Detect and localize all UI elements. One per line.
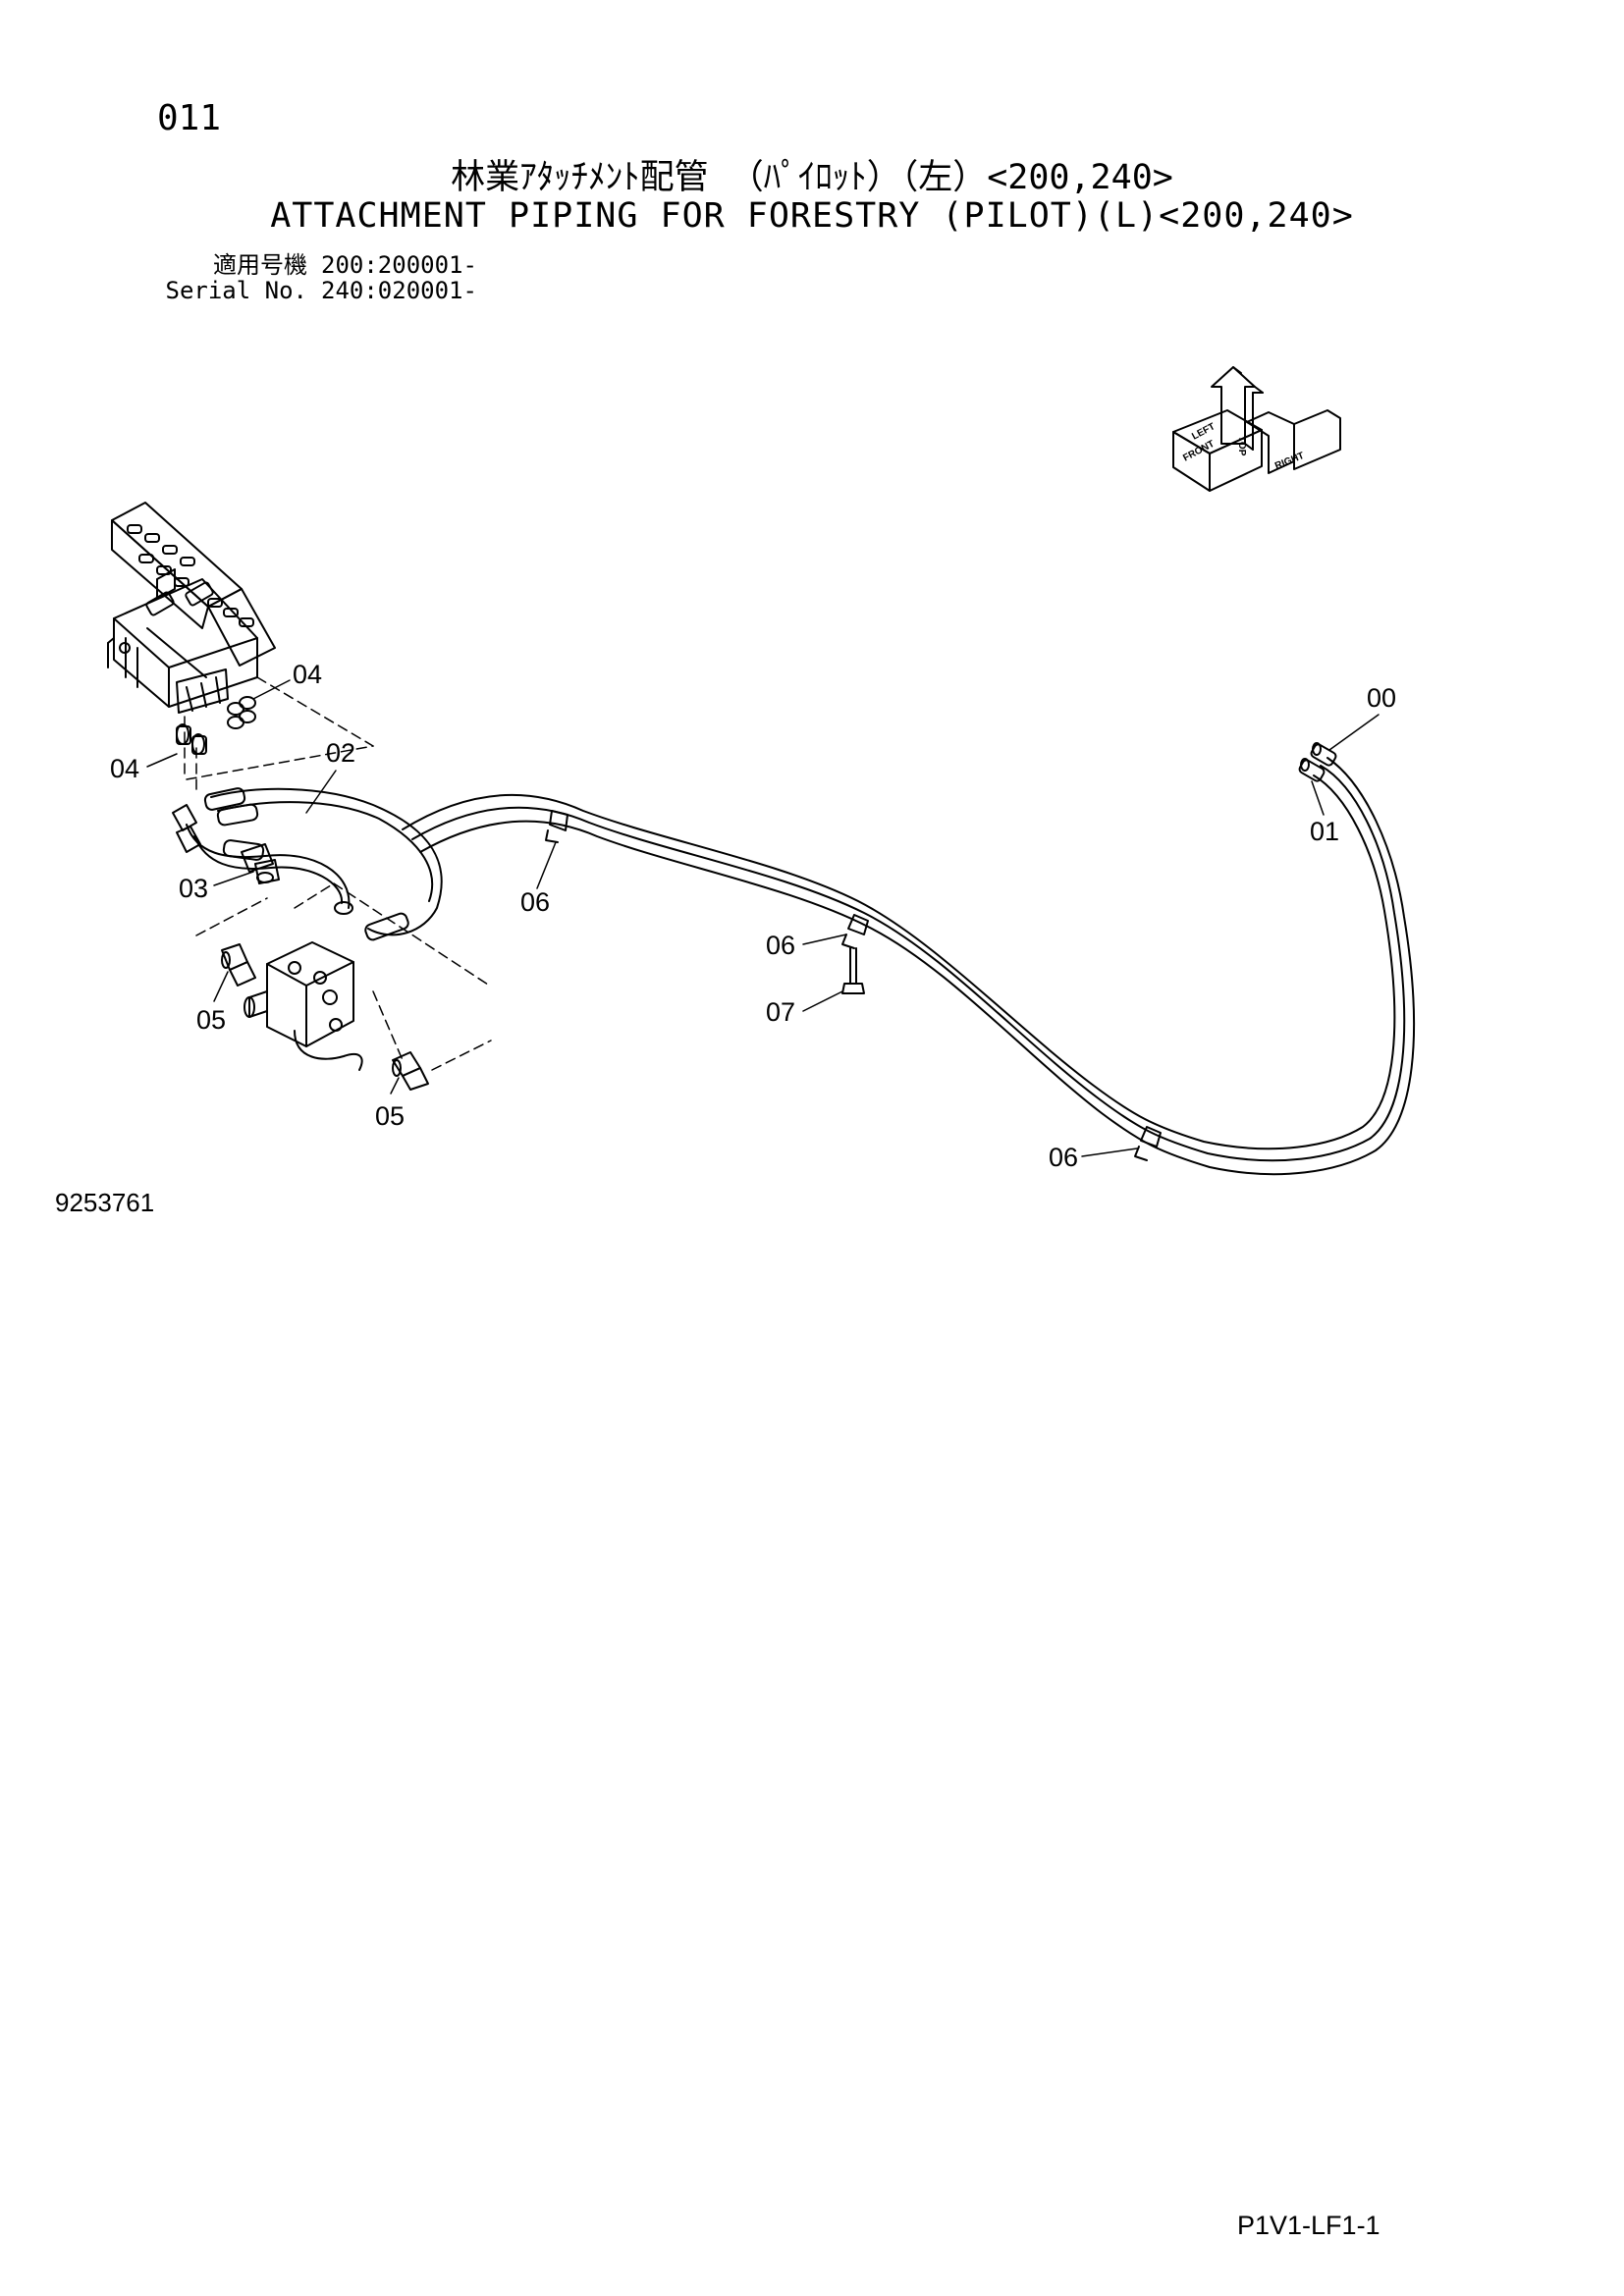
compass-right-label: RIGHT bbox=[1273, 451, 1306, 472]
hose-ends-00-01-drawing bbox=[1298, 742, 1337, 782]
leader-dashes bbox=[184, 676, 492, 1071]
clamp-06a-drawing bbox=[545, 810, 568, 843]
pedal-assembly-drawing bbox=[107, 502, 276, 714]
title-english: ATTACHMENT PIPING FOR FORESTRY (PILOT)(L… bbox=[270, 196, 1354, 236]
callout-06-left: 06 bbox=[520, 887, 550, 917]
callout-01: 01 bbox=[1310, 817, 1339, 846]
callout-00: 00 bbox=[1367, 683, 1396, 713]
bolt-07-drawing bbox=[841, 947, 865, 994]
callout-leaders bbox=[146, 679, 1380, 1157]
serial-row-2: Serial No. 240:020001- bbox=[157, 278, 477, 303]
compass-front-label: FRONT bbox=[1181, 439, 1217, 464]
serial-value-2: 240:020001- bbox=[321, 277, 477, 304]
drawing-number: 9253761 bbox=[55, 1188, 155, 1217]
callout-07: 07 bbox=[766, 997, 795, 1027]
callout-04-lower: 04 bbox=[110, 754, 139, 783]
callout-05-left: 05 bbox=[196, 1005, 226, 1035]
callout-04-upper: 04 bbox=[293, 660, 322, 689]
serial-row-1: 適用号機 200:200001- bbox=[157, 252, 477, 278]
callout-06-right: 06 bbox=[1049, 1143, 1078, 1172]
page-code: P1V1-LF1-1 bbox=[1237, 2211, 1380, 2240]
compass-top-label: TOP bbox=[1236, 436, 1247, 456]
callout-03: 03 bbox=[179, 874, 208, 903]
clamp-06b-drawing bbox=[841, 914, 869, 949]
fittings-04-drawing bbox=[176, 696, 256, 755]
serial-value-1: 200:200001- bbox=[321, 251, 477, 279]
callout-06-middle: 06 bbox=[766, 931, 795, 960]
page-number: 011 bbox=[157, 98, 222, 138]
orientation-compass-icon bbox=[1172, 366, 1341, 492]
sensor-05a-drawing bbox=[221, 943, 256, 987]
hose-02-drawing bbox=[186, 787, 443, 941]
serial-label-en: Serial No. bbox=[165, 277, 308, 304]
callout-02: 02 bbox=[326, 738, 355, 768]
title-japanese: 林業ｱﾀｯﾁﾒﾝﾄ配管 （ﾊﾟｲﾛｯﾄ）（左）<200,240> bbox=[451, 158, 1173, 197]
sensor-05b-drawing bbox=[392, 1051, 429, 1091]
elbow-fittings-03-drawing bbox=[172, 804, 280, 884]
callout-05-right: 05 bbox=[375, 1101, 405, 1131]
main-hose-run-drawing bbox=[402, 757, 1416, 1176]
valve-block-drawing bbox=[244, 941, 363, 1071]
clamp-06c-drawing bbox=[1134, 1126, 1162, 1161]
serial-label-jp: 適用号機 bbox=[213, 251, 307, 279]
